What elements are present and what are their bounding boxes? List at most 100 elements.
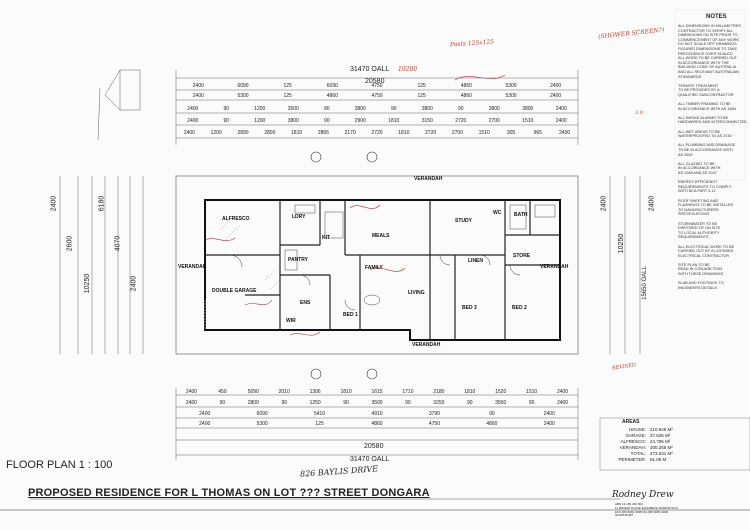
dimension-value: 2400 — [199, 421, 211, 427]
note-line: SLAB AND FOOTINGS TO — [678, 281, 724, 286]
dimension-value: 2865 — [317, 130, 329, 136]
dimension-value: 5300 — [237, 93, 249, 99]
dimension-value: 10250 — [84, 273, 92, 294]
dimension-value: 90 — [390, 106, 397, 112]
note-line: DISPOSED OF ON SITE — [678, 226, 721, 231]
dimension-value: 1250 — [309, 400, 321, 406]
area-label: ALFRESCO: — [620, 439, 646, 444]
area-value: 473.631 M² — [650, 451, 673, 456]
overall-dimension-top-red: 19200 — [398, 66, 418, 73]
note-line: SITE PLAN TO BE — [678, 262, 710, 267]
note-line: ALL ELECTRICAL WORK TO BE — [678, 244, 735, 249]
dimension-value: 2400 — [50, 195, 58, 212]
room-bed2: BED 2 — [512, 305, 527, 311]
dimension-value: 125 — [283, 93, 292, 99]
note-line: CONTRACTOR TO VERIFY ALL — [678, 28, 734, 33]
note-line: REQUIREMENTS TO COMPLY — [678, 184, 732, 189]
note-line: TERMITE TREATMENT — [678, 83, 719, 88]
note-line: AS 1288 AND AS 2047 — [678, 171, 717, 175]
dimension-value: 5410 — [314, 411, 326, 417]
verandah-outline — [175, 175, 579, 355]
dimension-value: 4860 — [486, 421, 498, 427]
room-pantry: PANTRY — [288, 257, 308, 263]
area-label: PERIMETER: — [618, 457, 646, 462]
note-line: COMMENCEMENT OF ANY WORK — [678, 37, 740, 42]
dimension-value: 1200 — [254, 106, 266, 112]
dimension-value: 10250 — [618, 233, 626, 254]
dimension-value: 125 — [417, 83, 426, 89]
note-line: TO BE PROVIDED BY A — [678, 88, 720, 93]
dimension-value: 1510 — [526, 389, 538, 395]
room-wc: WC — [493, 210, 502, 216]
note-line: ALL WORK TO BE CARRIED OUT — [678, 56, 738, 61]
dimension-value: 2400 — [185, 389, 198, 395]
dimension-value: 450 — [218, 389, 227, 395]
area-label: TOTAL: — [630, 451, 646, 456]
room-linen: LINEN — [468, 258, 483, 264]
dimension-value: 4070 — [114, 235, 122, 252]
dimension-value: 2700 — [488, 118, 500, 124]
area-value: 24.795 M² — [650, 439, 671, 444]
note-line: ENERGY EFFICIENCY — [678, 180, 718, 185]
note-line: ALL SMOKE ALARMS TO BE — [678, 115, 729, 120]
note-line: SPECIFICATIONS — [678, 212, 710, 217]
dimension-value: 1200 — [254, 118, 266, 124]
overall-dimension-bottom-sub: 20580 — [364, 443, 384, 450]
dimension-value: 3500 — [371, 400, 383, 406]
area-label: GARAGE: — [625, 433, 646, 438]
note-line: WITH BCA PART 3.12 — [678, 189, 716, 194]
dimension-value: 3800 — [522, 106, 534, 112]
overall-dimension-bottom: 31470 OALL — [350, 456, 390, 463]
dimension-value: 90 — [219, 400, 226, 406]
room-bed3: BED 3 — [462, 305, 477, 311]
house-outline — [204, 199, 561, 341]
area-row: ALFRESCO: 24.795 M² — [604, 439, 704, 445]
area-value: 61.06 M — [650, 457, 667, 462]
room-family: FAMILY — [365, 265, 383, 271]
bottom-dimension-lines — [175, 388, 579, 460]
dimension-value: 1200 — [210, 130, 222, 136]
dimension-value: 5090 — [247, 389, 259, 395]
dimension-value: 3800 — [488, 106, 500, 112]
overall-dimension-top-sub: 20580 — [365, 78, 385, 85]
room-bed1: BED 1 — [343, 312, 358, 318]
dimension-value: 4750 — [428, 421, 440, 427]
dimension-value: 90 — [528, 400, 535, 406]
dimension-value: 4750 — [371, 93, 383, 99]
dimension-value: 2400 — [187, 106, 199, 112]
notes-title: NOTES — [706, 14, 727, 20]
top-dimension-lines — [175, 70, 579, 145]
dimension-value: 4860 — [326, 93, 338, 99]
dimension-value: 2400 — [555, 118, 567, 124]
company-line: 11 BISHOP PLACE ELIZABETH DOWNS 5113 — [615, 505, 678, 510]
note-line: REQUIREMENTS — [678, 235, 709, 240]
dimension-value: 6090 — [237, 83, 249, 89]
fixtures — [284, 204, 556, 306]
project-title: PROPOSED RESIDENCE FOR L THOMAS ON LOT ?… — [28, 487, 430, 499]
dimension-value: 90 — [323, 106, 330, 112]
note-line: IN ACCORDANCE WITH — [678, 166, 721, 171]
note-line: BUILDING CODE OF AUSTRALIA — [678, 65, 737, 70]
room-meals: MEALS — [372, 233, 390, 239]
note-line: QUALIFIED SUBCONTRACTOR — [678, 92, 734, 97]
dimension-value: 1510 — [522, 118, 534, 124]
dimension-value: 2180 — [433, 389, 445, 395]
note-line: READ IN CONJUNCTION — [678, 267, 723, 272]
area-row: TOTAL: 473.631 M² — [604, 451, 704, 457]
dimension-value: 2800 — [247, 400, 259, 406]
dimension-value: 2720 — [371, 130, 383, 136]
dimension-value: 3500 — [287, 106, 299, 112]
dimension-value: 3800 — [354, 106, 366, 112]
dimension-value: 2170 — [344, 130, 356, 136]
note-line: ENGINEERS DETAILS — [678, 285, 717, 290]
area-row: HOUSE:210.945 M² — [604, 427, 704, 433]
note-line: WATERPROOFED TO AS 3740 — [678, 134, 732, 139]
room-kitchen: KIT — [322, 235, 331, 241]
room-verandah-top: VERANDAH — [414, 176, 443, 182]
handwriting-r1: 3.0 — [635, 110, 643, 116]
